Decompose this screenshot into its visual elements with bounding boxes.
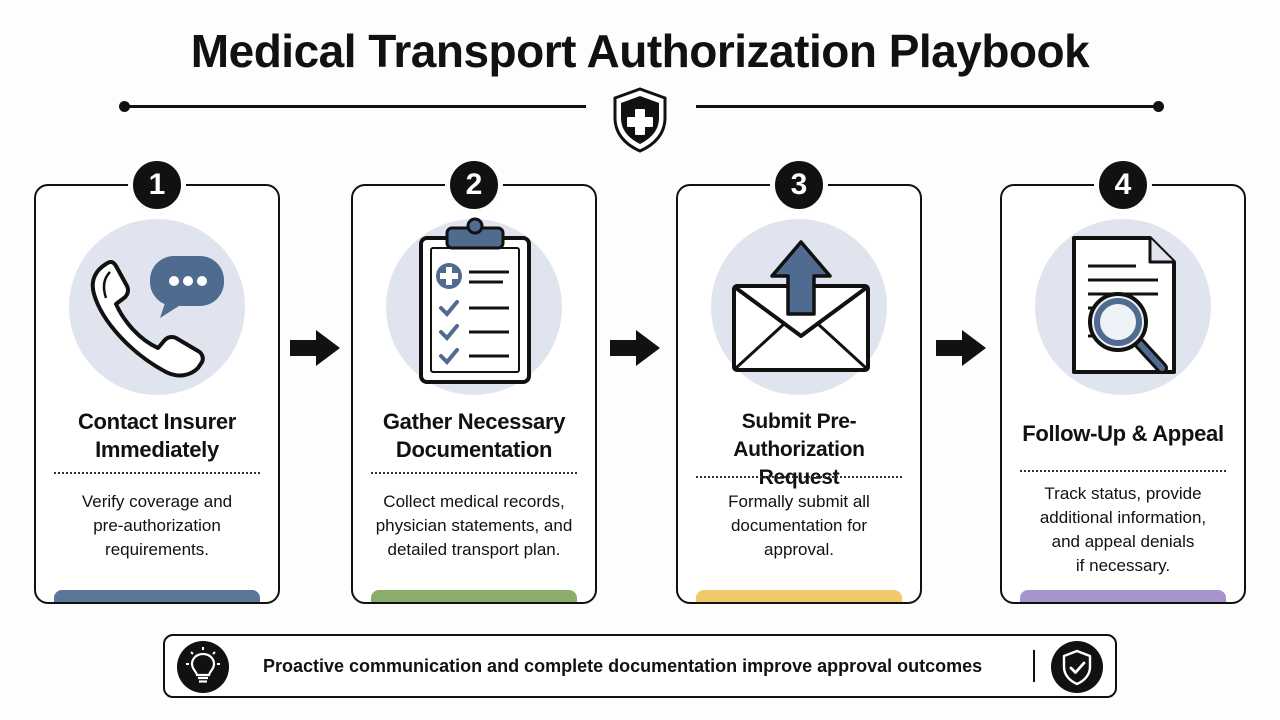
title-rule-dot-left bbox=[119, 101, 130, 112]
step-description-line: physician statements, and bbox=[375, 516, 573, 535]
step-number-badge: 1 bbox=[128, 156, 186, 214]
step-number-badge: 2 bbox=[445, 156, 503, 214]
step-description-line: Formally submit all bbox=[728, 492, 870, 511]
footer-callout: Proactive communication and complete doc… bbox=[163, 634, 1117, 698]
step-description-line: requirements. bbox=[105, 540, 209, 559]
step-description-line: Collect medical records, bbox=[383, 492, 565, 511]
page-title: Medical Transport Authorization Playbook bbox=[190, 25, 1090, 77]
step-description: Track status, provide additional informa… bbox=[1016, 482, 1230, 578]
step-number-badge: 3 bbox=[770, 156, 828, 214]
step-card-4: Follow-Up & Appeal Track status, provide… bbox=[1000, 184, 1246, 604]
step-title-line: Contact Insurer bbox=[77, 409, 237, 434]
step-title-line: Request bbox=[758, 466, 840, 489]
step-card-3: Submit Pre-Authorization Request Formall… bbox=[676, 184, 922, 604]
arrow-right-icon bbox=[936, 330, 986, 366]
arrow-right-icon bbox=[290, 330, 340, 366]
title-rule-dot-right bbox=[1153, 101, 1164, 112]
step-description-line: Track status, provide bbox=[1044, 484, 1202, 503]
step-description-line: approval. bbox=[764, 540, 834, 559]
step-description: Collect medical records, physician state… bbox=[367, 490, 581, 562]
document-search-icon bbox=[1072, 236, 1176, 374]
step-description-line: if necessary. bbox=[1075, 556, 1171, 575]
step-description-line: detailed transport plan. bbox=[387, 540, 561, 559]
step-title: Follow-Up & Appeal bbox=[1012, 420, 1234, 448]
step-number-badge: 4 bbox=[1094, 156, 1152, 214]
step-description: Formally submit all documentation for ap… bbox=[692, 490, 906, 562]
step-divider bbox=[371, 472, 577, 474]
step-card-2: Gather Necessary Documentation Collect m… bbox=[351, 184, 597, 604]
phone-chat-icon bbox=[90, 256, 224, 378]
footer-separator bbox=[1033, 650, 1035, 682]
step-title: Gather Necessary Documentation bbox=[363, 408, 585, 464]
step-accent-bar bbox=[1020, 590, 1226, 602]
step-divider bbox=[1020, 470, 1226, 472]
arrow-right-icon bbox=[610, 330, 660, 366]
step-accent-bar bbox=[696, 590, 902, 602]
step-title-line: Submit Pre-Authorization bbox=[733, 410, 865, 461]
title-rule-left bbox=[124, 105, 586, 108]
step-title-line: Immediately bbox=[95, 437, 219, 462]
step-accent-bar bbox=[371, 590, 577, 602]
shield-cross-icon bbox=[613, 87, 667, 153]
envelope-upload-icon bbox=[732, 240, 870, 372]
lightbulb-icon bbox=[177, 641, 229, 693]
title-rule-right bbox=[696, 105, 1158, 108]
shield-check-icon bbox=[1051, 641, 1103, 693]
step-title-line: Gather Necessary bbox=[382, 409, 566, 434]
step-title: Contact Insurer Immediately bbox=[46, 408, 268, 464]
step-accent-bar bbox=[54, 590, 260, 602]
step-description-line: pre-authorization bbox=[93, 516, 221, 535]
footer-message: Proactive communication and complete doc… bbox=[263, 656, 983, 676]
step-card-1: Contact Insurer Immediately Verify cover… bbox=[34, 184, 280, 604]
step-title-line: Follow-Up & Appeal bbox=[1022, 421, 1224, 446]
step-description-line: Verify coverage and bbox=[81, 492, 233, 511]
step-description: Verify coverage and pre-authorization re… bbox=[50, 490, 264, 562]
step-description-line: documentation for bbox=[730, 516, 868, 535]
step-title: Submit Pre-Authorization Request bbox=[688, 408, 910, 492]
step-divider bbox=[696, 476, 902, 478]
step-title-line: Documentation bbox=[395, 437, 553, 462]
step-description-line: additional information, bbox=[1039, 508, 1207, 527]
clipboard-checklist-icon bbox=[419, 217, 531, 384]
step-description-line: and appeal denials bbox=[1051, 532, 1195, 551]
step-divider bbox=[54, 472, 260, 474]
